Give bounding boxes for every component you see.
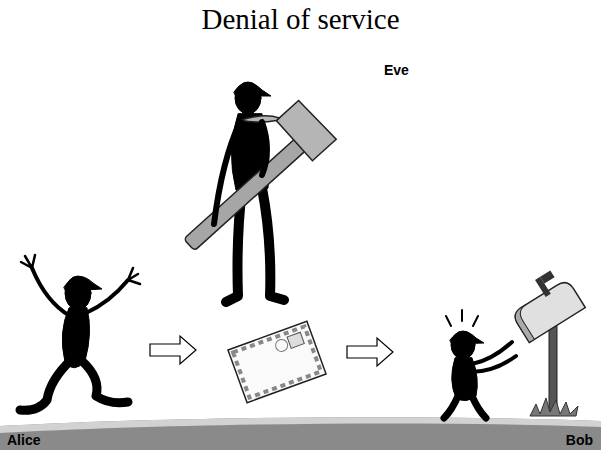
hand [128,268,140,284]
cap [450,331,484,344]
leg [472,396,486,418]
hammer-symbol [150,81,336,259]
mailbox-door [511,304,544,342]
arm [86,280,128,313]
arm [470,356,516,372]
hammer-head [276,99,336,161]
hammer-claw [241,100,279,138]
leg [444,396,458,418]
surprise-marks [446,310,478,326]
leg [262,188,284,300]
mailbox-symbol [503,265,585,342]
eve-arms [214,122,267,224]
arm [262,122,267,175]
grass [530,398,578,416]
hammer-handle [184,132,314,251]
leg [81,360,128,403]
person-name: Eve [384,62,409,78]
person-name: Bob [566,432,593,448]
cap [64,276,102,291]
envelope-border [233,326,321,397]
slide-title: Denial of service [0,3,601,36]
person-name: Alice [7,432,40,448]
alice-figure [20,255,140,410]
mailbox [511,279,585,343]
footer-wave [0,417,601,433]
outline-arrow [150,336,196,364]
mailbox-flag [540,270,554,283]
stamp [287,332,304,348]
cap [234,82,271,96]
arm [32,268,70,316]
outline-arrow [347,338,393,366]
envelope-symbol [228,321,326,402]
arm [214,122,240,224]
bob-figure [444,310,516,418]
leg [20,360,71,410]
hand [21,255,35,268]
envelope [228,321,326,402]
footer-band [0,417,601,450]
postmark [274,338,289,353]
